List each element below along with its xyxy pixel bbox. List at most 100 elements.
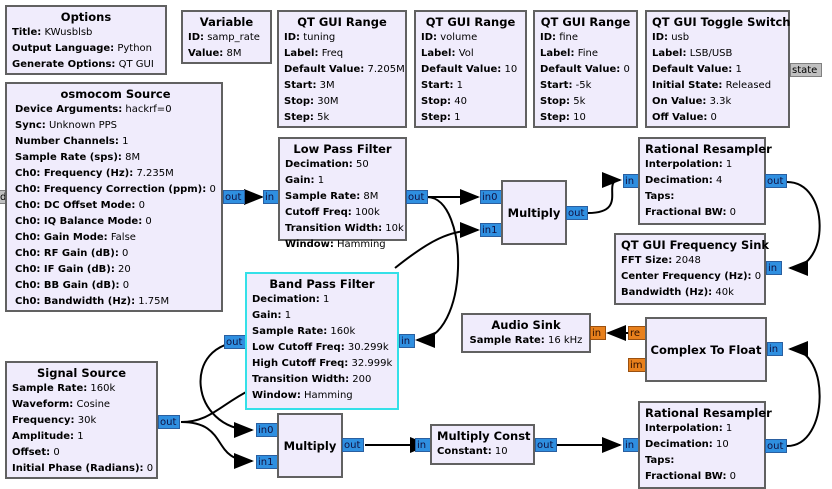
osmocom-source-block[interactable]: osmocom Source Device Arguments: hackrf=… <box>5 82 223 312</box>
multiply1-in0-port[interactable]: in0 <box>480 190 502 204</box>
band-pass-filter-block[interactable]: Band Pass Filter Decimation: 1 Gain: 1 S… <box>245 272 399 410</box>
qt-gui-range-tuning-block[interactable]: QT GUI Range ID: tuning Label: Freq Defa… <box>277 10 407 128</box>
block-title: Rational Resampler <box>645 142 772 156</box>
block-param: Start: 1 <box>421 80 464 91</box>
block-param: Default Value: 10 <box>421 64 518 75</box>
multiply1-in1-port[interactable]: in1 <box>480 223 502 237</box>
qt-gui-range-fine-block[interactable]: QT GUI Range ID: fine Label: Fine Defaul… <box>533 10 638 128</box>
c2f-im-port[interactable]: im <box>628 358 646 372</box>
wire-bpf-out-to-multiply2-in0 <box>199 341 254 438</box>
qt-gui-toggle-switch-block[interactable]: QT GUI Toggle Switch ID: usb Label: LSB/… <box>645 10 790 128</box>
bpf-in-port[interactable]: in <box>399 334 415 348</box>
block-param: Decimation: 50 <box>285 159 369 170</box>
multiply2-in1-port[interactable]: in1 <box>256 455 278 469</box>
multiply2-out-port[interactable]: out <box>342 438 364 452</box>
block-title: Band Pass Filter <box>269 277 375 291</box>
mulconst-in-port[interactable]: in <box>415 438 431 452</box>
block-param: Transition Width: 10k <box>285 223 404 234</box>
block-param: Ch0: Frequency (Hz): 7.235M <box>15 168 174 179</box>
block-param: Decimation: 4 <box>645 175 723 186</box>
multiply-block-2[interactable]: Multiply <box>277 413 343 478</box>
block-param: Generate Options: QT GUI <box>12 59 154 70</box>
multiply1-out-port[interactable]: out <box>566 206 588 220</box>
multiply-block-1[interactable]: Multiply <box>501 180 567 245</box>
block-param: Label: Vol <box>421 48 474 59</box>
rational-resampler-block-2[interactable]: Rational Resampler Interpolation: 1 Deci… <box>638 401 772 489</box>
c2f-in-port[interactable]: in <box>767 342 783 356</box>
resampler1-out-port[interactable]: out <box>765 174 787 188</box>
block-title: QT GUI Range <box>425 15 516 29</box>
block-param: Transition Width: 200 <box>252 374 372 385</box>
block-param: Taps: <box>645 191 675 202</box>
audiosink-in-port[interactable]: in <box>590 326 606 340</box>
block-title: Options <box>60 10 112 24</box>
toggle-state-port[interactable]: state <box>790 63 822 77</box>
block-title: QT GUI Frequency Sink <box>621 238 770 252</box>
qt-gui-range-volume-block[interactable]: QT GUI Range ID: volume Label: Vol Defau… <box>414 10 527 128</box>
block-param: Step: 1 <box>421 112 461 123</box>
freqsink-in-port[interactable]: in <box>766 261 782 275</box>
block-param: Taps: <box>645 455 675 466</box>
resampler2-out-port[interactable]: out <box>765 439 787 453</box>
block-title: QT GUI Range <box>540 15 631 29</box>
block-title: osmocom Source <box>60 87 171 101</box>
block-title: Variable <box>199 15 254 29</box>
block-param: Fractional BW: 0 <box>645 207 737 218</box>
audio-sink-block[interactable]: Audio Sink Sample Rate: 16 kHz <box>461 313 591 353</box>
resampler1-in-port[interactable]: in <box>623 174 639 188</box>
multiply2-in0-port[interactable]: in0 <box>256 423 278 437</box>
block-param: Ch0: IQ Balance Mode: 0 <box>15 216 152 227</box>
wire-lpf-to-bpf-in <box>415 196 459 348</box>
block-param: Window: Hamming <box>285 239 386 250</box>
block-param: Sample Rate: 16 kHz <box>469 335 583 346</box>
block-param: Amplitude: 1 <box>12 431 84 442</box>
block-param: Output Language: Python <box>12 43 153 54</box>
block-param: Default Value: 1 <box>652 64 742 75</box>
block-param: Waveform: Cosine <box>12 399 111 410</box>
block-param: Constant: 10 <box>437 446 508 457</box>
block-param: Sample Rate: 8M <box>285 191 379 202</box>
sigsrc-out-port[interactable]: out <box>158 415 180 429</box>
block-param: Stop: 5k <box>540 96 586 107</box>
block-param: Sync: Unknown PPS <box>15 120 117 131</box>
block-param: Window: Hamming <box>252 390 353 401</box>
block-param: Sample Rate: 160k <box>252 326 356 337</box>
block-param: Low Cutoff Freq: 30.299k <box>252 342 389 353</box>
bpf-out-port[interactable]: out <box>224 335 246 349</box>
block-param: Initial State: Released <box>652 80 772 91</box>
lpf-out-port[interactable]: out <box>406 190 428 204</box>
options-block[interactable]: Options Title: KWusblsb Output Language:… <box>5 5 167 75</box>
block-param: Sample Rate: 160k <box>12 383 116 394</box>
block-param: On Value: 3.3k <box>652 96 732 107</box>
mulconst-out-port[interactable]: out <box>535 438 557 452</box>
multiply-const-block[interactable]: Multiply Const Constant: 10 <box>430 424 535 465</box>
block-param: Off Value: 0 <box>652 112 717 123</box>
block-param: ID: tuning <box>284 32 336 43</box>
block-param: Stop: 40 <box>421 96 467 107</box>
block-param: Interpolation: 1 <box>645 159 733 170</box>
block-param: Ch0: BB Gain (dB): 0 <box>15 280 130 291</box>
block-param: Gain: 1 <box>252 310 292 321</box>
lpf-in-port[interactable]: in <box>263 190 279 204</box>
block-title: Signal Source <box>36 366 126 380</box>
osmocom-out-port[interactable]: out <box>223 190 245 204</box>
qt-gui-frequency-sink-block[interactable]: QT GUI Frequency Sink FFT Size: 2048 Cen… <box>614 233 770 305</box>
complex-to-float-block[interactable]: Complex To Float <box>645 317 767 382</box>
wire-sigsrc-to-multiply2-in1 <box>180 421 254 469</box>
block-param: ID: volume <box>421 32 478 43</box>
low-pass-filter-block[interactable]: Low Pass Filter Decimation: 50 Gain: 1 S… <box>278 137 407 250</box>
rational-resampler-block-1[interactable]: Rational Resampler Interpolation: 1 Deci… <box>638 137 772 225</box>
block-param: High Cutoff Freq: 32.999k <box>252 358 393 369</box>
c2f-re-port[interactable]: re <box>628 326 646 340</box>
block-param: Number Channels: 1 <box>15 136 129 147</box>
block-param: Gain: 1 <box>285 175 325 186</box>
variable-block[interactable]: Variable ID: samp_rate Value: 8M <box>181 10 272 64</box>
signal-source-block[interactable]: Signal Source Sample Rate: 160k Waveform… <box>5 361 158 479</box>
block-param: Ch0: RF Gain (dB): 0 <box>15 248 129 259</box>
resampler2-in-port[interactable]: in <box>623 438 639 452</box>
block-param: Value: 8M <box>188 48 242 59</box>
block-title: Low Pass Filter <box>293 142 392 156</box>
block-title: Multiply <box>507 205 561 220</box>
block-param: ID: samp_rate <box>188 32 260 43</box>
wire-multiply1-to-resampler1 <box>587 172 622 214</box>
